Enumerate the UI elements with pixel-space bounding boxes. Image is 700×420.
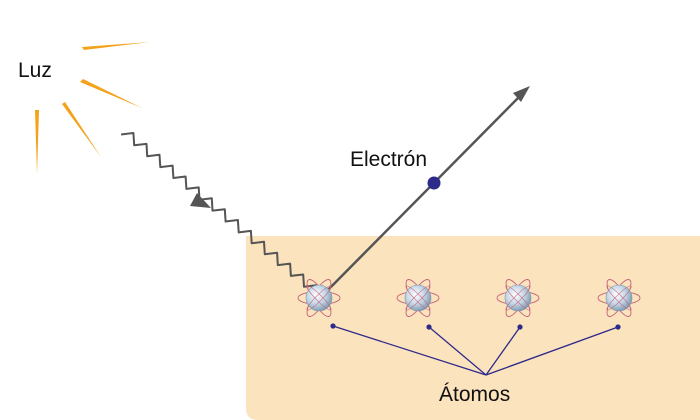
photon-arrowhead xyxy=(190,193,211,208)
atom-leader-dots xyxy=(330,323,621,330)
material-surface xyxy=(246,236,700,420)
atoms-label: Átomos xyxy=(439,383,511,406)
atom-nucleus xyxy=(305,284,333,312)
electron-path-arrow xyxy=(317,86,530,301)
atom-leader-lines xyxy=(332,325,619,376)
atom-nucleus xyxy=(504,284,532,312)
atom-icon xyxy=(297,279,341,317)
atom-orbit-front xyxy=(606,285,632,311)
light-label: Luz xyxy=(18,59,52,82)
electron-dot xyxy=(427,176,441,190)
atom-orbit-front xyxy=(306,285,332,311)
atom-orbit-front xyxy=(405,285,431,311)
photon-wave xyxy=(120,132,318,298)
atom-icon xyxy=(396,279,440,317)
electron-arrowhead xyxy=(513,86,530,102)
atom-icon xyxy=(496,279,540,317)
atom-orbit-front xyxy=(505,285,531,311)
sun-rays-icon xyxy=(35,42,150,174)
atom-nucleus xyxy=(605,284,633,312)
atom-nucleus xyxy=(404,284,432,312)
atoms-row xyxy=(297,279,641,317)
atom-orbit-front xyxy=(505,285,531,311)
electron-label: Electrón xyxy=(350,148,428,171)
atom-orbit-front xyxy=(306,285,332,311)
atom-orbit-front xyxy=(606,285,632,311)
atom-icon xyxy=(597,279,641,317)
atom-orbit-front xyxy=(405,285,431,311)
